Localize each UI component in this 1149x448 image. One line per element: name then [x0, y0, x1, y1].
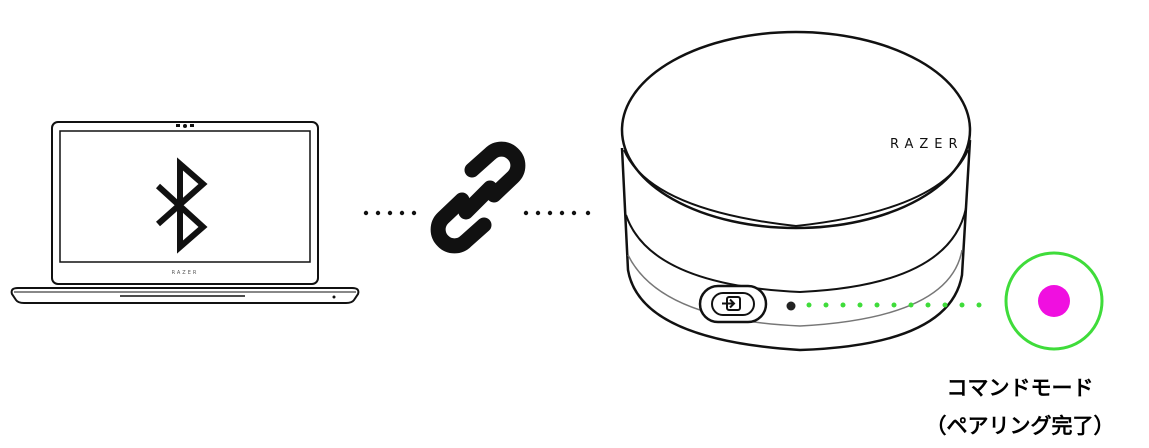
device-top — [620, 30, 972, 230]
connection-dots-right — [523, 210, 591, 216]
laptop-camera — [183, 124, 187, 128]
pairing-state-label: （ペアリング完了） — [925, 414, 1115, 438]
laptop-brand: RAZER — [172, 270, 199, 276]
bluetooth-icon — [155, 157, 208, 254]
chain-link-icon — [430, 141, 526, 254]
connection-dots-left — [363, 210, 417, 216]
led-indicator-magenta — [1038, 285, 1070, 317]
razer-device: RAZER — [620, 30, 972, 352]
switch-input-icon — [722, 296, 741, 311]
device-brand: RAZER — [890, 137, 964, 152]
mode-label: コマンドモード — [946, 376, 1094, 400]
device-status-led — [786, 301, 796, 311]
indicator-dots — [806, 302, 982, 308]
